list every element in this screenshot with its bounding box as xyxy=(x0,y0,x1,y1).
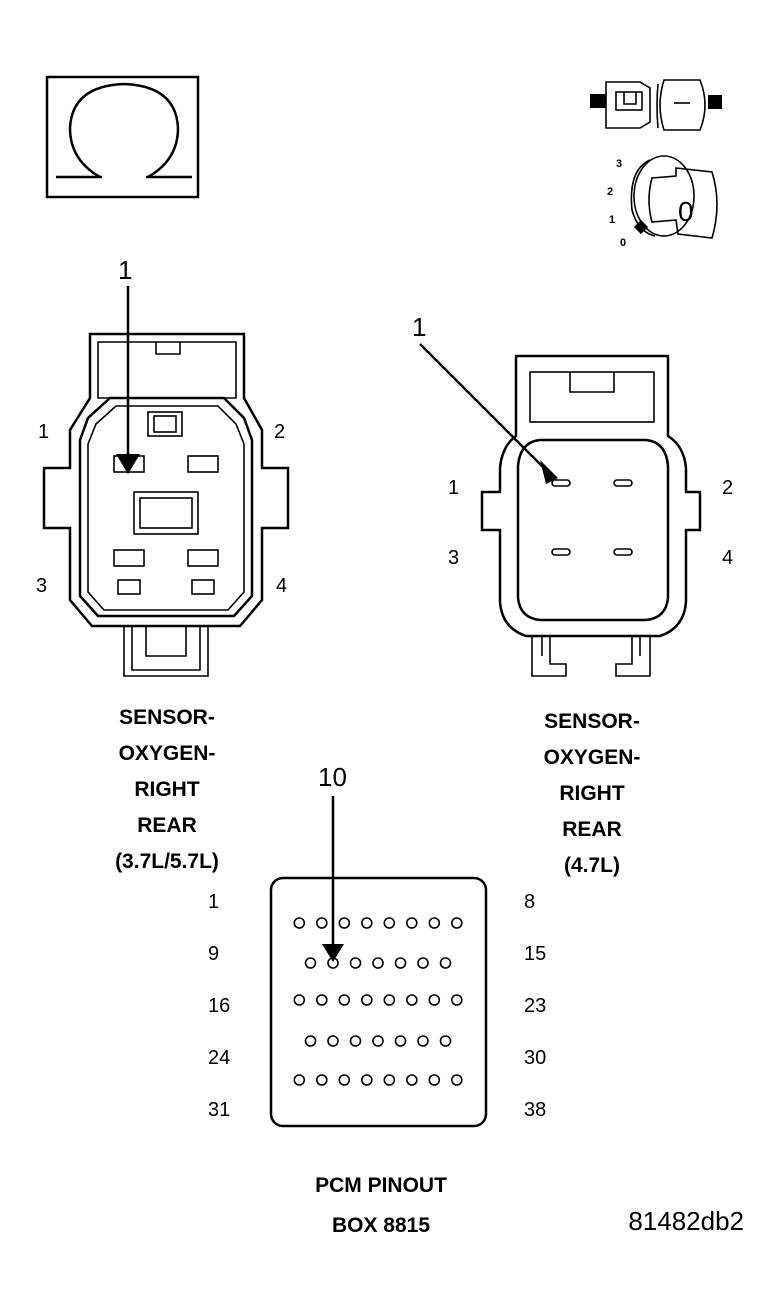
pin-label-3: 3 xyxy=(36,575,47,597)
pcm-caption-line-1: PCM PINOUT xyxy=(315,1174,447,1197)
pcm-pin-hole xyxy=(439,1035,452,1047)
pcm-pin-hole xyxy=(405,917,418,929)
pcm-pin-hole xyxy=(293,994,306,1006)
pin-label-1: 1 xyxy=(448,477,459,499)
ignition-pos-2: 2 xyxy=(607,186,613,198)
pcm-pin-hole xyxy=(450,1074,463,1086)
pcm-pin-hole xyxy=(372,1035,384,1047)
figure-reference: 81482db2 xyxy=(628,1206,744,1236)
caption-left-line-2: OXYGEN- xyxy=(119,742,216,765)
pin-label-2: 2 xyxy=(722,477,733,499)
pcm-pin-hole xyxy=(383,994,396,1006)
caption-right-line-4: REAR xyxy=(562,818,622,841)
connector-left: 1 1 2 3 4 xyxy=(36,255,290,677)
pcm-pin-hole xyxy=(417,1035,429,1047)
pcm-pin-hole xyxy=(360,994,373,1006)
caption-right-line-2: OXYGEN- xyxy=(544,746,641,769)
pcm-pin-hole xyxy=(394,957,407,969)
pcm-pin-hole xyxy=(293,917,306,929)
callout-right: 1 xyxy=(412,312,426,342)
pcm-pin-hole xyxy=(327,1035,339,1047)
caption-left-line-4: REAR xyxy=(137,814,197,837)
pcm-pin-hole xyxy=(439,957,452,969)
pcm-pin-hole xyxy=(338,917,351,929)
pcm-pin-hole xyxy=(338,1074,351,1086)
pcm-pin-hole xyxy=(428,994,441,1006)
pcm-pin-grid xyxy=(293,917,463,1086)
pcm-pin-hole xyxy=(383,917,396,929)
pcm-left-pin-31: 31 xyxy=(208,1099,230,1121)
callout-left: 1 xyxy=(118,255,132,285)
ohm-symbol-icon xyxy=(45,75,200,199)
pcm-pin-hole xyxy=(293,1074,306,1086)
pcm-pin-hole xyxy=(304,1035,317,1047)
connector-disconnect-icon xyxy=(590,79,722,131)
pcm-pin-hole xyxy=(383,1074,396,1086)
pcm-pin-hole xyxy=(428,917,441,929)
pcm-pin-hole xyxy=(450,917,463,929)
pcm-pin-hole xyxy=(315,917,328,929)
pcm-pinout: 10 1 9 16 24 31 8 15 23 30 38 xyxy=(208,762,546,1128)
pcm-right-pin-8: 8 xyxy=(524,891,535,913)
connector-right: 1 1 2 3 4 xyxy=(412,312,733,677)
caption-right-line-5: (4.7L) xyxy=(564,854,620,877)
pin-label-1: 1 xyxy=(38,421,49,443)
pin-label-4: 4 xyxy=(722,547,733,569)
pcm-left-pin-1: 1 xyxy=(208,891,219,913)
pcm-pin-hole xyxy=(360,1074,373,1086)
pcm-pin-hole xyxy=(428,1074,441,1086)
ignition-key-icon: 3 2 1 0 0 xyxy=(607,155,718,249)
pcm-right-pin-38: 38 xyxy=(524,1099,546,1121)
pcm-pin-hole xyxy=(405,994,418,1006)
pin-label-2: 2 xyxy=(274,421,285,443)
pcm-pin-hole xyxy=(394,1035,407,1047)
pcm-pin-hole xyxy=(349,1035,362,1047)
pcm-right-pin-23: 23 xyxy=(524,995,546,1017)
pcm-left-pin-16: 16 xyxy=(208,995,230,1017)
ignition-key-label: 0 xyxy=(678,196,694,227)
pin-label-3: 3 xyxy=(448,547,459,569)
pcm-pin-hole xyxy=(360,917,373,929)
caption-right-line-3: RIGHT xyxy=(559,782,625,805)
pcm-pin-hole xyxy=(349,957,362,969)
pcm-pin-hole xyxy=(450,994,463,1006)
pcm-right-pin-15: 15 xyxy=(524,943,546,965)
ignition-pos-3: 3 xyxy=(616,158,622,170)
pcm-left-pin-24: 24 xyxy=(208,1047,230,1069)
pcm-pin-hole xyxy=(338,994,351,1006)
caption-left-line-3: RIGHT xyxy=(134,778,200,801)
pcm-pin-hole xyxy=(315,1074,328,1086)
pcm-pin-hole xyxy=(405,1074,418,1086)
pcm-left-pin-9: 9 xyxy=(208,943,219,965)
callout-pcm: 10 xyxy=(318,762,347,792)
caption-left-line-1: SENSOR- xyxy=(119,706,215,729)
ignition-pos-1: 1 xyxy=(609,214,615,226)
pcm-pin-hole xyxy=(417,957,429,969)
pcm-pin-hole xyxy=(372,957,384,969)
caption-right-line-1: SENSOR- xyxy=(544,710,640,733)
caption-left-line-5: (3.7L/5.7L) xyxy=(115,850,219,873)
pcm-pin-hole xyxy=(304,957,317,969)
pcm-caption-line-2: BOX 8815 xyxy=(332,1214,430,1237)
ignition-pos-0: 0 xyxy=(620,237,626,249)
pin-label-4: 4 xyxy=(276,575,287,597)
pcm-right-pin-30: 30 xyxy=(524,1047,546,1069)
pcm-pin-hole xyxy=(315,994,328,1006)
